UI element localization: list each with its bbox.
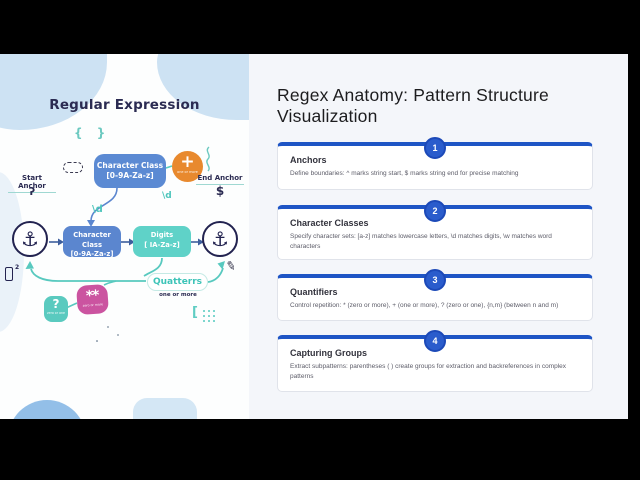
card-capturing-groups: 4 Capturing Groups Extract subpatterns: … — [277, 330, 593, 392]
connector-lines — [25, 165, 225, 309]
flask-superscript: 2 — [15, 264, 20, 271]
end-anchor-label: End Anchor — [196, 174, 244, 185]
end-anchor-node: ⚓ — [202, 221, 238, 257]
step-badge: 2 — [424, 200, 446, 222]
card-description: Control repetition: * (zero or more), + … — [290, 302, 559, 309]
decor-blob-bottom-left — [8, 400, 86, 419]
decor-dot — [96, 340, 98, 342]
node-label: Digits — [150, 231, 174, 239]
dashed-pill-icon — [63, 162, 83, 173]
card-title: Character Classes — [290, 218, 369, 228]
card-description: Specify character sets: [a-z] matches lo… — [290, 233, 552, 251]
illustration-title: Regular Expression — [49, 97, 200, 113]
bracket-icon: [ — [192, 305, 198, 320]
plus-caption: one or more — [177, 170, 198, 174]
node-label: Character Class — [96, 161, 164, 170]
anchor-icon: ⚓ — [211, 227, 229, 251]
dots-grid-icon — [203, 310, 218, 325]
squiggle-icon — [206, 146, 210, 172]
end-anchor-symbol: $ — [215, 184, 225, 198]
plus-icon: + — [180, 152, 195, 172]
slide-frame: Regular Expression { } Character Class [… — [0, 54, 628, 419]
anchor-icon: ⚓ — [21, 227, 39, 251]
node-pattern: [0-9A-Za-z] — [70, 250, 114, 259]
card-anchors: 1 Anchors Define boundaries: ^ marks str… — [277, 137, 593, 190]
digits-node: Digits [ IA-Za-z] — [133, 226, 191, 257]
start-anchor-label: Start Anchor — [8, 174, 56, 193]
page-title-line2: Visualization — [277, 106, 378, 126]
card-description: Define boundaries: ^ marks string start,… — [290, 170, 519, 177]
regex-illustration-panel: Regular Expression { } Character Class [… — [0, 54, 249, 419]
card-title: Capturing Groups — [290, 348, 367, 358]
asterisks-icon: ** — [85, 287, 100, 305]
page-title: Regex Anatomy: Pattern Structure Visuali… — [277, 85, 587, 127]
node-pattern: [0-9A-Za-z] — [106, 171, 154, 181]
step-badge: 4 — [424, 330, 446, 352]
start-anchor-node: ⚓ — [12, 221, 48, 257]
node-label: Character Class — [73, 231, 111, 249]
card-title: Quantifiers — [290, 287, 338, 297]
card-character-classes: 2 Character Classes Specify character se… — [277, 200, 593, 260]
zero-or-one-caption: zero or one — [46, 311, 66, 315]
zero-or-one-node: ? zero or one — [44, 296, 68, 322]
character-class-node-mid: Character Class [0-9A-Za-z] — [63, 226, 121, 259]
page-title-line1: Regex Anatomy: Pattern Structure — [277, 85, 549, 105]
flask-icon: 2 — [5, 264, 19, 281]
curly-braces-icon: { } — [74, 126, 111, 140]
quantifiers-node: Quatterrs — [147, 273, 208, 291]
decor-blob-bottom-center — [133, 398, 197, 419]
card-quantifiers: 3 Quantifiers Control repetition: * (zer… — [277, 269, 593, 321]
card-title: Anchors — [290, 155, 327, 165]
zero-or-more-caption: zero or more — [82, 302, 104, 308]
character-class-node-top: Character Class [0-9A-Za-z] — [94, 154, 166, 188]
question-mark-icon: ? — [52, 297, 60, 311]
decor-dot — [117, 334, 119, 336]
card-description: Extract subpatterns: parentheses ( ) cre… — [290, 363, 567, 381]
digit-token: \d — [162, 191, 172, 201]
start-anchor-symbol: ʔ — [28, 185, 36, 198]
node-pattern: [ IA-Za-z] — [144, 240, 180, 249]
decor-dot — [107, 326, 109, 328]
zero-or-more-node: ** zero or more — [76, 283, 109, 316]
step-badge: 1 — [424, 137, 446, 159]
regex-anatomy-panel: Regex Anatomy: Pattern Structure Visuali… — [249, 54, 628, 419]
quantifiers-caption: one or more — [159, 292, 197, 298]
step-badge: 3 — [424, 269, 446, 291]
one-or-more-badge: + one or more — [172, 151, 203, 182]
digit-token: \d — [92, 204, 103, 215]
